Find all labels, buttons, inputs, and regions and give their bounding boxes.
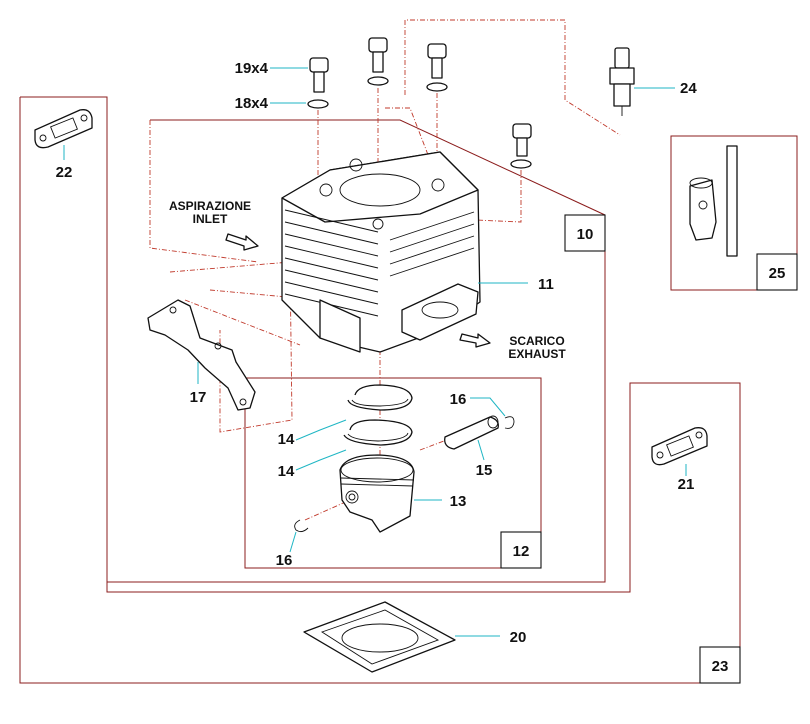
flow-labels: ASPIRAZIONE INLET SCARICO EXHAUST (169, 199, 566, 361)
group-frames (19, 96, 798, 684)
cooling-fins (284, 209, 475, 317)
cylinder-part (281, 151, 481, 353)
callout-20: 20 (510, 629, 527, 646)
assembly-line (385, 107, 431, 161)
washers (307, 76, 532, 169)
exhaust-port-flange (401, 283, 479, 341)
piston-pin (444, 415, 499, 450)
callout-16-bottom: 16 (276, 552, 293, 569)
exhaust-gasket-21 (651, 427, 708, 466)
callout-18: 18x4 (235, 95, 269, 112)
bolt (427, 43, 447, 79)
cylinder-top (281, 151, 479, 223)
bolt (309, 57, 329, 93)
leader-lines (63, 67, 687, 637)
callout-24: 24 (680, 80, 697, 97)
inlet-arrow-icon (225, 233, 259, 251)
piston-rings (343, 384, 413, 446)
bolt-hole (372, 218, 384, 230)
exhaust-arrow-icon (459, 333, 491, 348)
cylinder-skirt (319, 299, 361, 353)
bolt (368, 37, 388, 73)
callout-15: 15 (476, 462, 493, 479)
flow-arrows (225, 233, 491, 348)
tool-rod (726, 145, 738, 257)
frame-group-12 (244, 377, 542, 569)
callout-23: 23 (712, 658, 729, 675)
assembly-line (404, 19, 621, 136)
assembly-line (169, 261, 293, 433)
callout-box-12 (500, 531, 542, 569)
assembly-line (304, 499, 351, 521)
inlet-label-en: INLET (193, 212, 228, 226)
callout-21: 21 (678, 476, 695, 493)
frame-group-25 (670, 135, 798, 291)
callout-13: 13 (450, 493, 467, 510)
washer (426, 82, 448, 92)
tool-socket (689, 179, 717, 241)
callout-box-25 (756, 253, 798, 291)
callout-box-23 (699, 646, 741, 684)
callout-10: 10 (577, 226, 594, 243)
exhaust-label-it: SCARICO (509, 334, 564, 348)
callout-14-bottom: 14 (278, 463, 295, 480)
washer (367, 76, 389, 86)
callout-11: 11 (538, 276, 554, 293)
callout-16-top: 16 (450, 391, 467, 408)
callout-14-top: 14 (278, 431, 295, 448)
washer (510, 159, 532, 169)
assembly-line (184, 299, 301, 346)
callout-17: 17 (190, 389, 207, 406)
frame-group-23 (19, 96, 741, 684)
exhaust-port (421, 301, 459, 319)
base-gasket (303, 601, 456, 673)
circlips (294, 416, 515, 533)
assembly-line (419, 434, 461, 451)
callout-22: 22 (56, 164, 73, 181)
washer (307, 99, 329, 109)
exhaust-label-en: EXHAUST (508, 347, 566, 361)
part-callouts: 19x4 18x4 24 22 11 17 14 14 16 15 13 16 … (56, 60, 698, 646)
spark-plug (609, 47, 635, 116)
inlet-label-it: ASPIRAZIONE (169, 199, 251, 213)
bracket-17 (147, 299, 256, 411)
piston (339, 454, 415, 533)
service-tool (689, 145, 738, 257)
callout-12: 12 (513, 543, 530, 560)
exhaust-gasket-22 (34, 109, 93, 149)
callout-19: 19x4 (235, 60, 269, 77)
cylinder-bore (339, 173, 421, 207)
cylinder-bolts (309, 37, 532, 157)
bolt-hole (319, 183, 333, 197)
bolt (512, 123, 532, 157)
callout-box-10 (564, 214, 606, 252)
bolt-hole (349, 158, 363, 172)
callout-25: 25 (769, 265, 786, 282)
assembly-line (149, 120, 259, 263)
bolt-hole (431, 178, 445, 192)
boxed-callouts: 10 12 23 25 (500, 214, 798, 684)
